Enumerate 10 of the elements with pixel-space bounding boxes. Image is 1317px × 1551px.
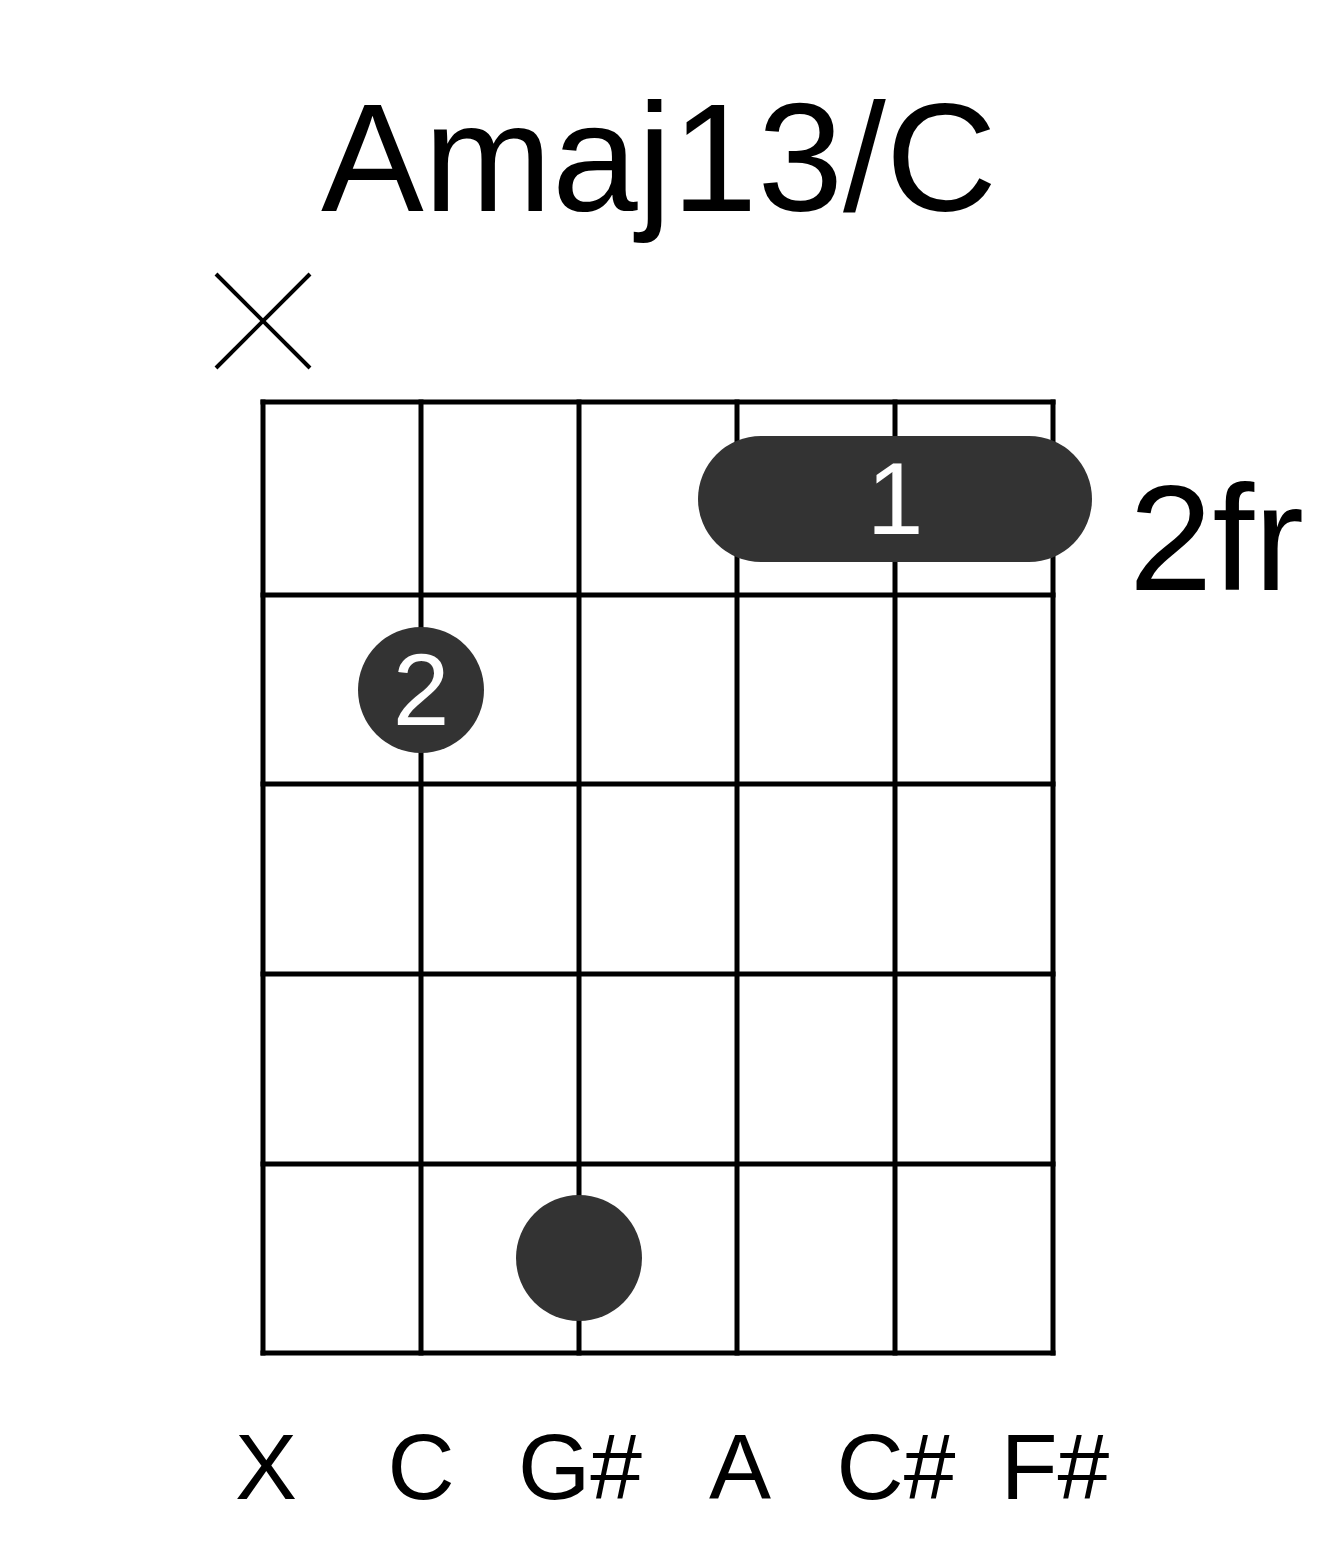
string-note-label: X bbox=[235, 1421, 297, 1514]
finger-number: 2 bbox=[392, 639, 450, 741]
string-note-label: A bbox=[709, 1421, 771, 1514]
chord-title: Amaj13/C bbox=[319, 71, 999, 246]
string-note-label: G# bbox=[517, 1421, 643, 1514]
finger-number: 1 bbox=[866, 448, 924, 550]
string-note-label: C# bbox=[836, 1421, 956, 1514]
fret-position-label: 2fr bbox=[1129, 463, 1305, 613]
string-note-label: F# bbox=[1000, 1421, 1110, 1514]
string-note-label: C bbox=[387, 1421, 455, 1514]
